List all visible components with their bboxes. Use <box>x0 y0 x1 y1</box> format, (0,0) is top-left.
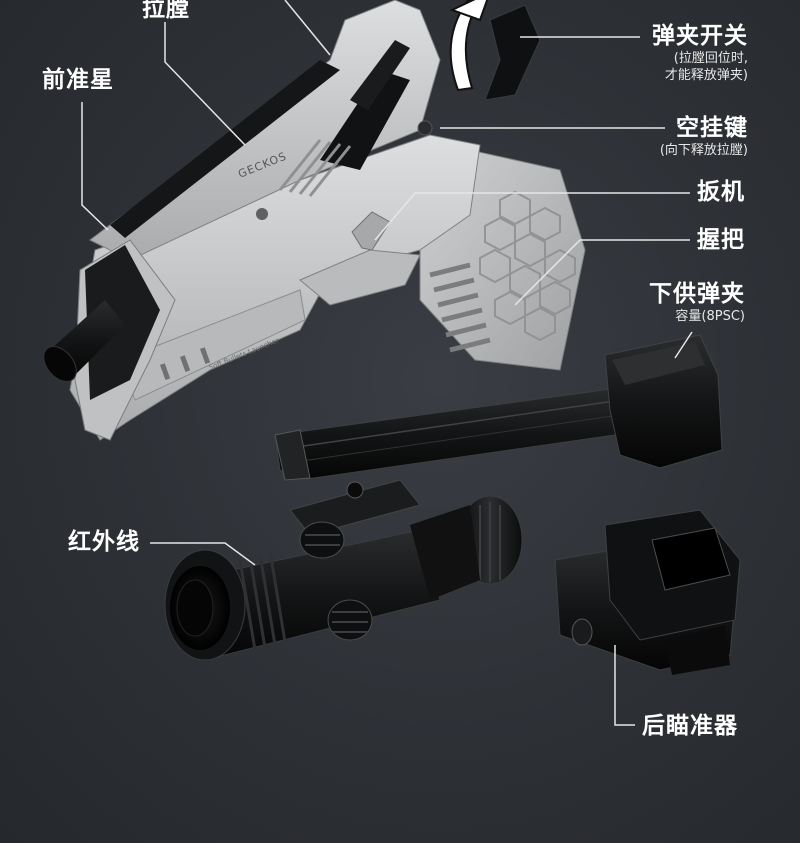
label-mag-release: 弹夹开关 <box>652 23 748 49</box>
red-dot-knob <box>571 618 593 646</box>
leader-red-dot <box>614 645 635 726</box>
label-laser: 红外线 <box>68 529 140 555</box>
magazine <box>274 334 723 481</box>
label-trigger: 扳机 <box>697 179 745 205</box>
label-magazine: 下供弹夹 <box>649 281 745 307</box>
laser-sight <box>164 479 523 661</box>
rail-slots <box>159 347 211 381</box>
red-dot-sight <box>554 509 741 675</box>
leader-slide-top <box>284 0 331 56</box>
callout-magazine: 下供弹夹 容量(8PSC) <box>649 280 745 325</box>
slide-serrations <box>278 139 352 197</box>
label-magazine-capacity: 容量(8PSC) <box>675 309 745 324</box>
label-slide: 拉膛 <box>142 0 190 22</box>
label-front-sight: 前准星 <box>42 67 114 93</box>
mag-release-lever <box>484 4 541 101</box>
callout-grip: 握把 <box>697 226 745 254</box>
slide-top-rail <box>110 60 340 238</box>
leader-slide <box>164 22 246 146</box>
frame-screw <box>256 208 268 220</box>
callout-laser: 红外线 <box>68 528 140 556</box>
callout-front-sight: 前准星 <box>42 66 114 94</box>
laser-front <box>164 549 287 661</box>
leader-magazine <box>674 331 693 359</box>
callout-slide: 拉膛 <box>142 0 190 23</box>
label-grip: 握把 <box>697 227 745 253</box>
label-slide-stop: 空挂键 <box>676 115 748 141</box>
red-dot-window <box>651 527 731 591</box>
pistol: GECKOS Soft Bullets Launcher <box>43 0 586 441</box>
magazine-lip <box>274 429 311 481</box>
slide-stop-button <box>417 120 433 136</box>
label-mag-release-note-2: 才能释放弹夹) <box>664 68 748 83</box>
trigger-blade <box>351 211 391 251</box>
callout-trigger: 扳机 <box>697 178 745 206</box>
leader-front-sight <box>81 102 109 231</box>
magazine-tube <box>274 384 651 481</box>
ejection-port <box>350 40 410 110</box>
barrel <box>43 300 125 382</box>
callout-mag-release: 弹夹开关 (拉膛回位时, 才能释放弹夹) <box>652 22 748 84</box>
callout-slide-stop: 空挂键 (向下释放拉膛) <box>660 114 748 159</box>
laser-knob-side <box>327 599 373 641</box>
grip-ridges <box>429 262 491 353</box>
leader-laser <box>150 542 256 566</box>
label-red-dot: 后瞄准器 <box>642 713 738 739</box>
label-slide-stop-note: (向下释放拉膛) <box>659 143 748 158</box>
leader-lines <box>81 0 693 726</box>
laser-knob-top <box>299 521 345 559</box>
label-mag-release-note-1: (拉膛回位时, <box>673 51 748 66</box>
callout-red-dot: 后瞄准器 <box>642 712 738 740</box>
mag-release-arrow <box>449 0 489 92</box>
trigger-guard <box>299 249 421 306</box>
leader-grip <box>514 239 690 306</box>
leader-trigger <box>374 192 690 241</box>
chamber-window <box>320 70 410 170</box>
grip-texture <box>479 190 576 342</box>
